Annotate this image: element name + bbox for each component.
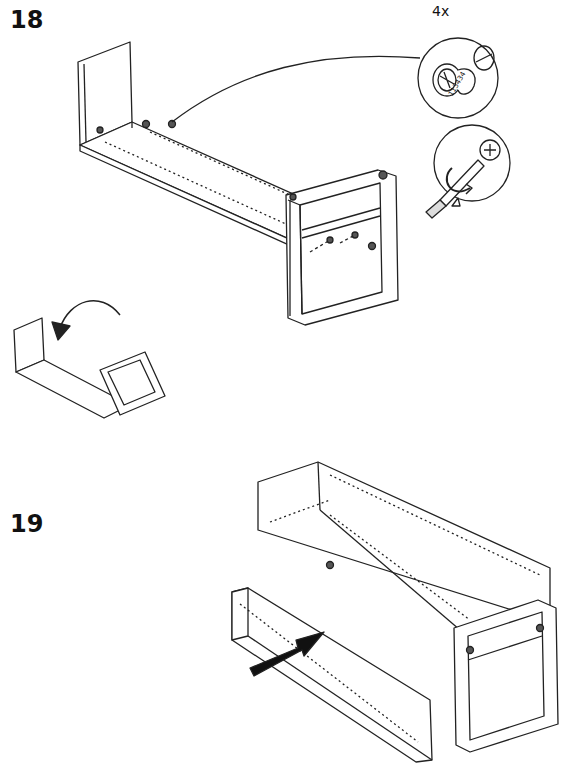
step-number: 18 [10, 8, 43, 32]
step19-assembly [232, 462, 558, 762]
step-number: 19 [10, 512, 43, 536]
flip-icon [14, 301, 165, 418]
step18-assembly [78, 38, 510, 325]
quantity-label: 4x [432, 4, 449, 18]
